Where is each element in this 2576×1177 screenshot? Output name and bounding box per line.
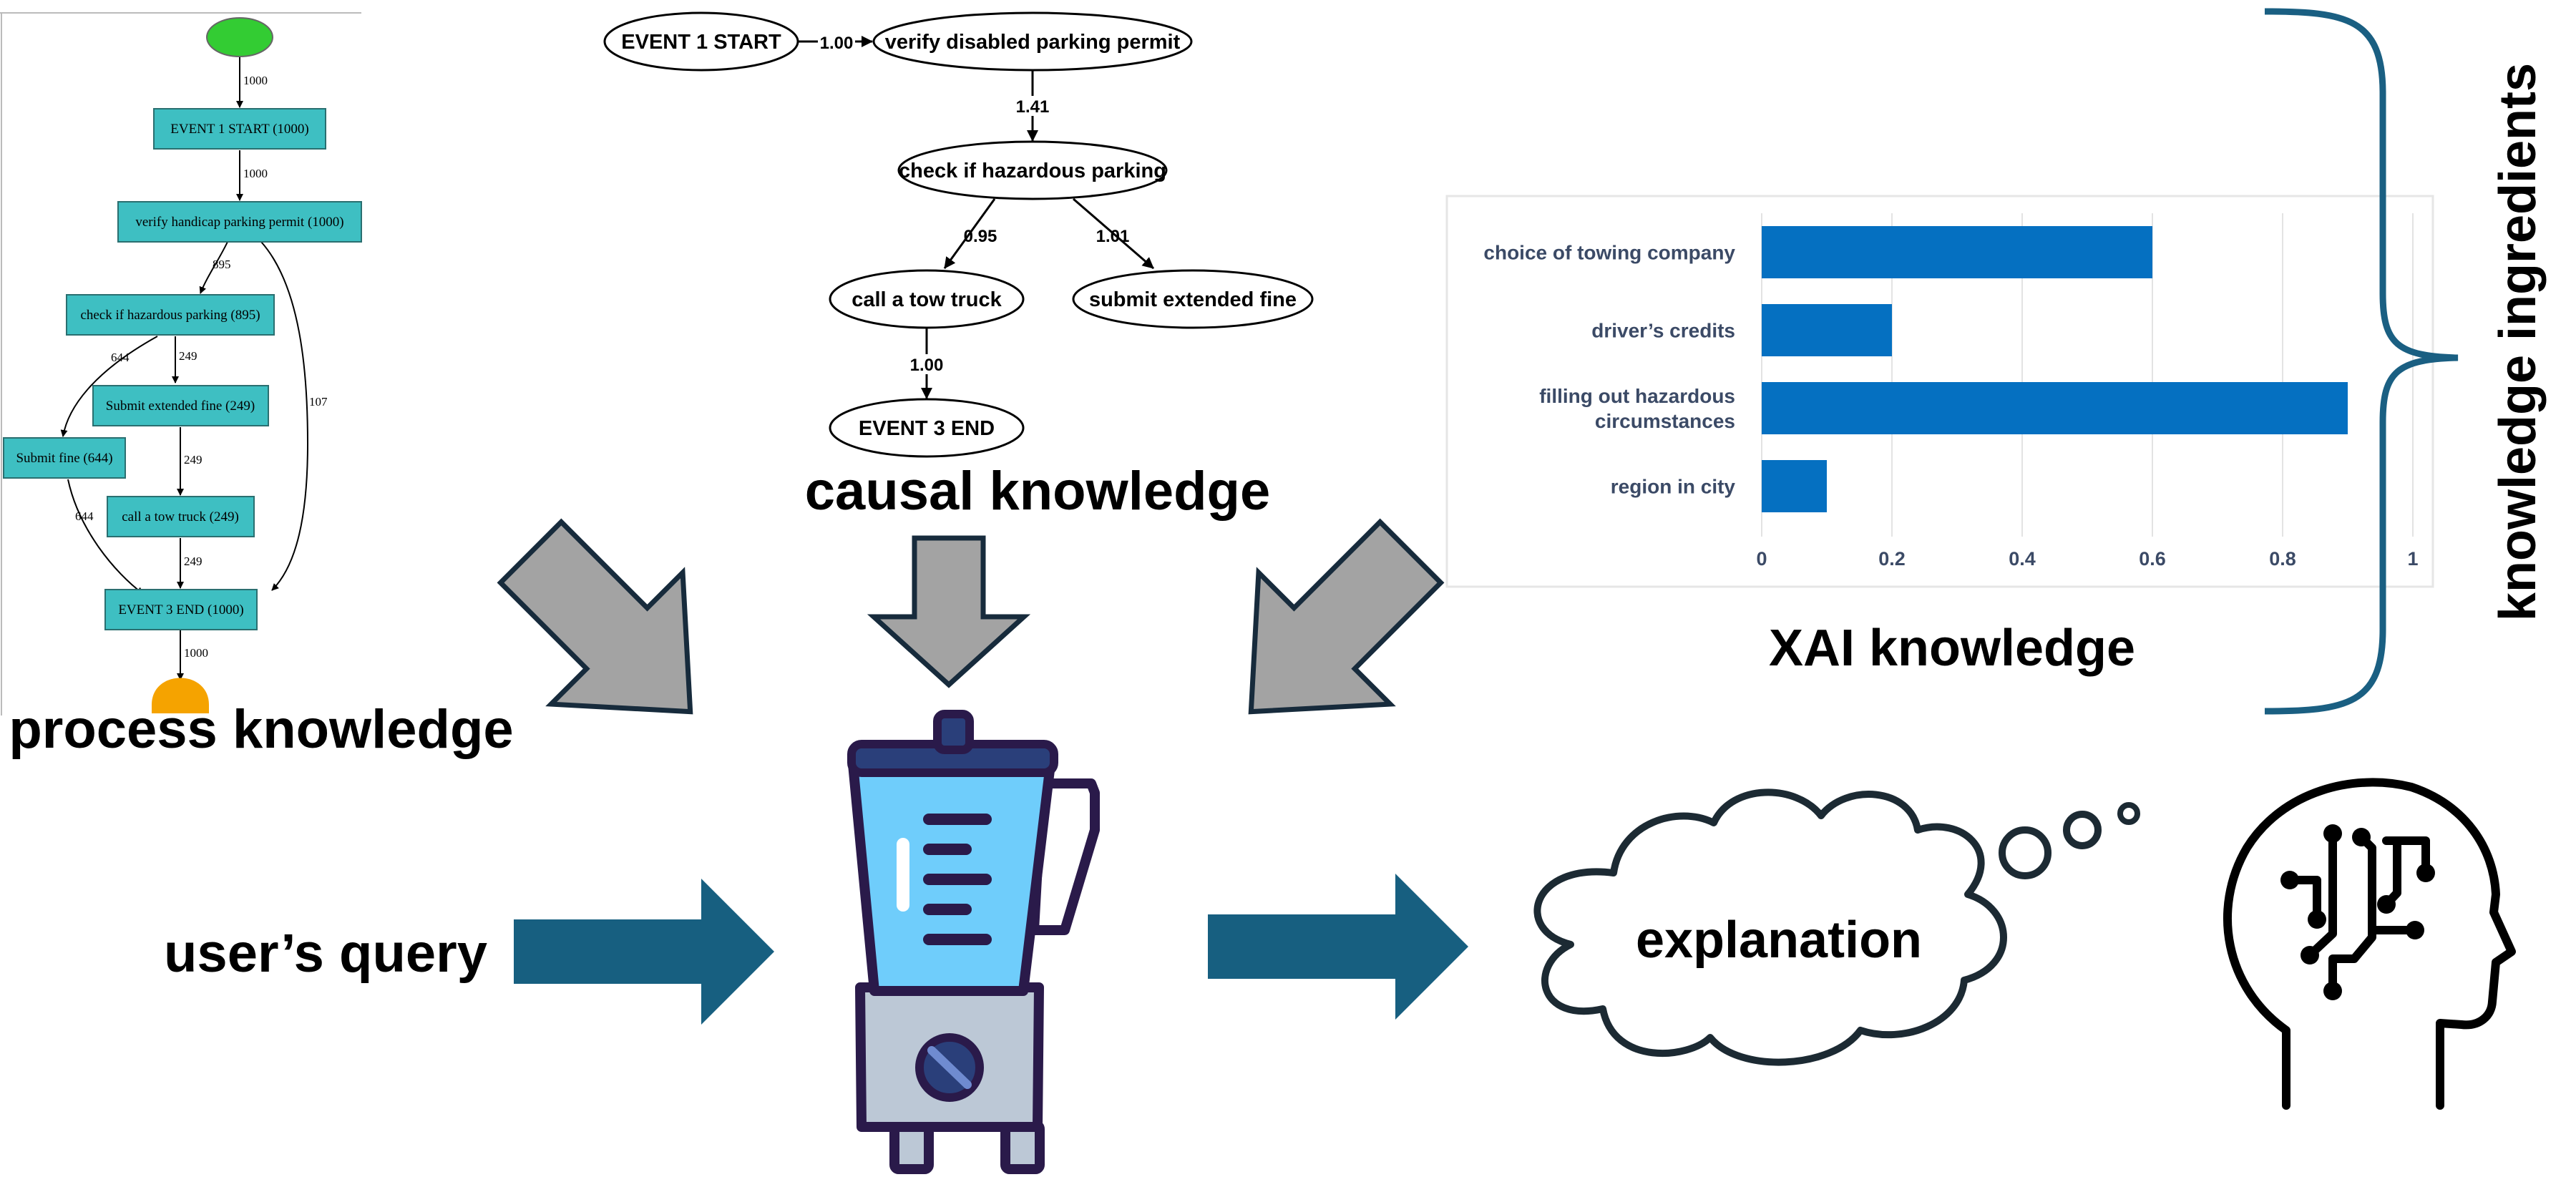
chart-tick-label: 0.4	[2009, 548, 2036, 570]
process-edge	[60, 336, 158, 437]
arrow-blender-to-explanation	[1208, 874, 1468, 1020]
process-edge-label: 249	[184, 453, 203, 467]
causal-node-label: EVENT 1 START	[621, 31, 781, 54]
causal-edge-label: 1.01	[1096, 227, 1130, 246]
process-node-submit-fine	[3, 437, 126, 479]
process-edge-label: 249	[179, 349, 197, 363]
causal-node-label: EVENT 3 END	[859, 417, 995, 440]
chart-bar	[1762, 304, 1892, 356]
process-node-verify-permit	[117, 201, 362, 243]
causal-node-label: submit extended fine	[1089, 288, 1297, 311]
process-edge-label: 1000	[243, 167, 268, 180]
process-node-label: EVENT 3 END (1000)	[118, 602, 243, 617]
arrow-causal-to-blender	[867, 535, 1031, 688]
process-edge-label: 644	[75, 509, 94, 523]
blender-icon	[847, 710, 1100, 1174]
chart-category-label: choice of towing company	[1483, 242, 1735, 264]
arrow-xai-to-blender	[1248, 518, 1445, 715]
chart-tick-label: 0.6	[2139, 548, 2166, 570]
chart-category-label: circumstances	[1595, 410, 1735, 432]
causal-node-check-hazardous	[897, 140, 1168, 200]
causal-node-event3-end	[829, 398, 1025, 458]
process-node-label: check if hazardous parking (895)	[80, 308, 260, 323]
process-node-label: EVENT 1 START (1000)	[170, 122, 309, 137]
process-node-event3-end	[104, 589, 258, 630]
chart-bar	[1762, 382, 2348, 434]
causal-edge-label-bg	[909, 354, 946, 374]
process-node-event1-start	[153, 108, 326, 150]
chart-bar	[1762, 226, 2152, 278]
chart-tick-label: 0	[1756, 548, 1767, 570]
causal-graph: EVENT 1 START verify disabled parking pe…	[603, 11, 1314, 458]
xai-knowledge-label: XAI knowledge	[1769, 620, 2135, 677]
process-start-node	[206, 17, 273, 57]
users-query-label: user’s query	[164, 923, 487, 984]
process-edge	[67, 479, 144, 595]
process-node-check-hazardous	[66, 294, 275, 336]
chart-category-labels: choice of towing company driver’s credits…	[1483, 242, 1735, 498]
chart-bar	[1762, 460, 1827, 512]
explanation-label: explanation	[1636, 912, 1922, 969]
process-edge-label: 107	[309, 395, 328, 409]
chart-category-label: driver’s credits	[1591, 320, 1735, 342]
causal-edge	[943, 198, 996, 269]
chart-tick-label: 0.2	[1878, 548, 1906, 570]
chart-tick-label: 1	[2407, 548, 2418, 570]
chart-category-label: region in city	[1611, 476, 1736, 498]
chart-category-label: filling out hazardous	[1539, 385, 1735, 407]
process-node-label: Submit fine (644)	[16, 451, 112, 466]
process-edge-label: 644	[111, 351, 130, 364]
causal-node-label: check if hazardous parking	[899, 160, 1166, 182]
causal-edge-label: 1.00	[910, 356, 944, 375]
ai-head-circuit-nodes	[2280, 824, 2435, 1000]
process-edge	[260, 241, 309, 591]
causal-knowledge-label: causal knowledge	[805, 461, 1270, 522]
process-graph: 1000 1000 895 644 249 107 249 644 249 10…	[0, 12, 362, 716]
causal-node-submit-extended-fine	[1072, 269, 1314, 329]
process-edge-label: 1000	[184, 646, 208, 660]
ai-head-icon	[2223, 778, 2516, 1110]
knowledge-ingredients-label: knowledge ingredients	[2489, 63, 2547, 621]
thought-cloud-icon	[1533, 788, 2140, 1066]
process-edge-label: 895	[213, 258, 231, 271]
process-node-label: verify handicap parking permit (1000)	[135, 215, 343, 230]
causal-edge	[1073, 197, 1154, 270]
causal-node-label: verify disabled parking permit	[885, 31, 1181, 54]
causal-edge-label: 0.95	[964, 227, 997, 246]
process-edge-label: 1000	[243, 74, 268, 87]
process-knowledge-label: process knowledge	[9, 699, 513, 760]
causal-node-label: call a tow truck	[852, 288, 1002, 311]
process-node-label: Submit extended fine (249)	[106, 399, 255, 414]
process-edge-label: 249	[184, 555, 203, 568]
causal-edge-label: 1.00	[820, 34, 854, 53]
causal-edge-label: 1.41	[1016, 97, 1050, 117]
knowledge-ingredients-brace	[2264, 8, 2459, 715]
process-edge	[199, 241, 228, 294]
process-node-call-tow-truck	[107, 496, 255, 537]
causal-edge-label-bg	[818, 31, 855, 52]
xai-bar-chart: choice of towing company driver’s credits…	[1445, 195, 2434, 588]
causal-edge-label-bg	[1015, 96, 1052, 116]
arrow-process-to-blender	[497, 518, 693, 715]
arrow-query-to-blender	[514, 879, 774, 1025]
chart-bars	[1762, 226, 2348, 512]
chart-tick-label: 0.8	[2269, 548, 2296, 570]
process-node-submit-extended-fine	[92, 385, 269, 426]
process-end-node	[152, 678, 209, 713]
chart-tick-labels: 0 0.2 0.4 0.6 0.8 1	[1756, 548, 2418, 570]
process-node-label: call a tow truck (249)	[122, 509, 239, 524]
